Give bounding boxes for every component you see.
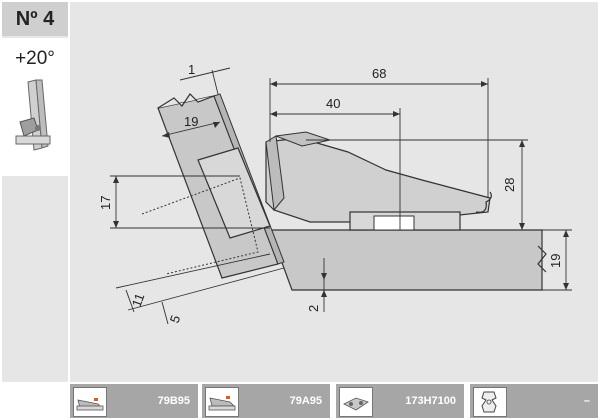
angle-panel: +20°	[2, 38, 68, 176]
door-break-mark	[157, 93, 215, 109]
item-number-badge: Nº 4	[2, 2, 68, 36]
dim-28-label: 28	[502, 178, 517, 192]
part-code-4: –	[583, 395, 590, 407]
hinge-arm	[265, 137, 491, 223]
dim-17-label: 17	[98, 196, 113, 210]
part-code-2: 79A95	[289, 395, 322, 407]
diagram-panel: 68 40 28 19 17 19 1 11 5 2	[70, 2, 598, 382]
hinge-arm-side	[265, 135, 285, 212]
part-code-1: 79B95	[157, 395, 190, 407]
dim-19-right-label: 19	[548, 254, 563, 268]
dim-11-label: 11	[129, 291, 148, 309]
hinge-cup	[197, 147, 271, 239]
part-item-4[interactable]: –	[470, 384, 598, 418]
panel-break-mark	[537, 245, 547, 273]
mounting-plate-slot	[373, 215, 415, 231]
dim-2-label: 2	[306, 305, 321, 312]
dim-68-label: 68	[372, 66, 386, 81]
hinge-arm-icon	[205, 387, 239, 417]
dim-1-label: 1	[188, 62, 195, 77]
dimension-arrows	[113, 81, 569, 297]
hinge-arm-icon	[73, 387, 107, 417]
cover-cap-icon	[473, 387, 507, 417]
part-item-3[interactable]: 173H7100	[336, 384, 464, 418]
angled-hinge-icon	[15, 79, 51, 151]
dim-19-door-label: 19	[184, 114, 198, 129]
part-item-1[interactable]: 79B95	[70, 384, 198, 418]
hinge-drawing: 68 40 28 19 17 19 1 11 5 2	[98, 62, 572, 325]
cup-dotted-outline	[141, 177, 259, 275]
dim-5-label: 5	[167, 313, 184, 325]
cabinet-panel	[269, 229, 543, 291]
part-code-3: 173H7100	[405, 395, 456, 407]
angle-label: +20°	[15, 48, 55, 69]
arm-tail-clip	[475, 191, 492, 213]
dimension-lines	[110, 67, 572, 325]
part-item-2[interactable]: 79A95	[202, 384, 330, 418]
dim-40-label: 40	[326, 96, 340, 111]
mounting-plate-icon	[339, 387, 373, 417]
